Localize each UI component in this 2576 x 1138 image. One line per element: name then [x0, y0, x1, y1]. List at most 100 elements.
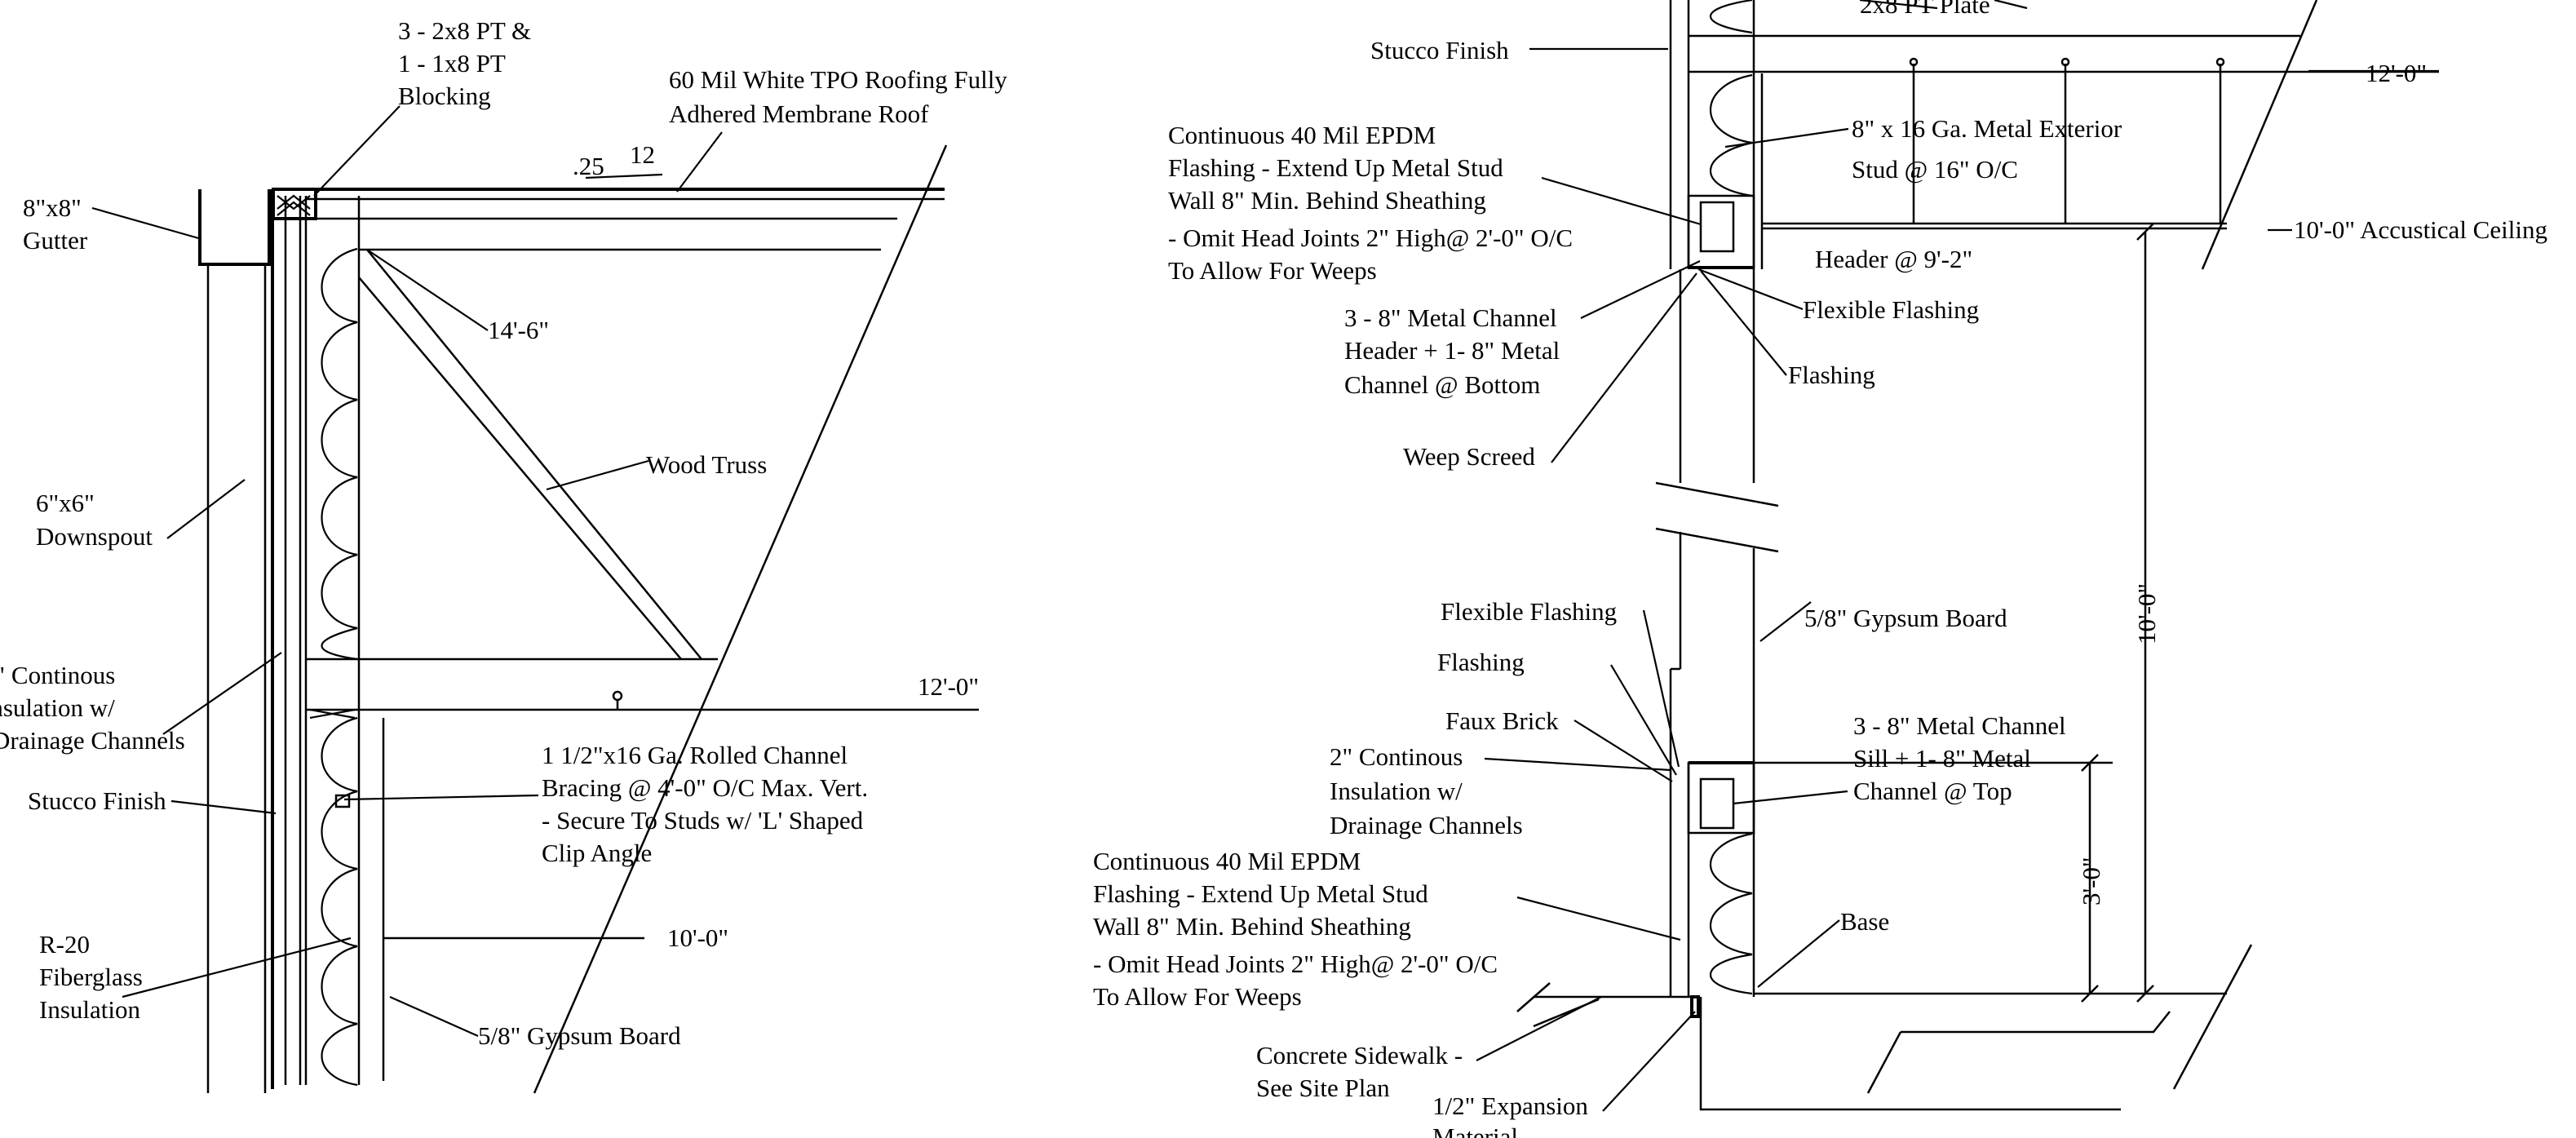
gutter-label-line2: Gutter — [23, 226, 88, 255]
fiberglass-insulation-lower — [321, 716, 358, 1087]
stucco-right-label: Stucco Finish — [1370, 36, 1509, 64]
cont-ins-left-line1: 2" Continous — [0, 661, 115, 689]
flashing-top-label: Flashing — [1788, 361, 1875, 389]
r20-label-line1: R-20 — [39, 930, 90, 959]
sill-channel — [1699, 777, 1735, 830]
sill-line2: Sill + 1- 8" Metal — [1853, 744, 2031, 773]
epdm-top-line4: - Omit Head Joints 2" High@ 2'-0" O/C — [1168, 224, 1573, 252]
channel-label-line4: Clip Angle — [542, 839, 652, 867]
channel-top-line2: Header + 1- 8" Metal — [1344, 336, 1560, 365]
faux-brick-label: Faux Brick — [1445, 706, 1559, 735]
channel-label-line1: 1 1/2"x16 Ga. Rolled Channel — [542, 741, 848, 769]
lower-insulation — [1709, 832, 1753, 995]
right-detail — [1516, 0, 2439, 1111]
slope-run: 12 — [630, 140, 655, 169]
gypsum-left-label: 5/8" Gypsum Board — [478, 1021, 681, 1050]
r20-label-line2: Fiberglass — [39, 963, 143, 991]
epdm-top-line5: To Allow For Weeps — [1168, 256, 1377, 285]
sill-block — [1687, 761, 1755, 835]
blocking-label-line3: Blocking — [398, 82, 491, 110]
expansion-line2: Material — [1432, 1123, 1518, 1138]
epdm-top-line3: Wall 8" Min. Behind Sheathing — [1168, 186, 1486, 215]
gypsum-right-label: 5/8" Gypsum Board — [1804, 604, 2007, 632]
stucco-left-label: Stucco Finish — [28, 786, 166, 815]
dim-10-tick-top — [2136, 223, 2154, 241]
right-break-upper — [2201, 0, 2318, 270]
hanger-marker-3 — [2215, 57, 2225, 67]
epdm-low-line3: Wall 8" Min. Behind Sheathing — [1093, 912, 1411, 941]
fiberglass-insulation-upper — [321, 247, 358, 661]
epdm-low-line5: To Allow For Weeps — [1093, 982, 1302, 1011]
sill-line1: 3 - 8" Metal Channel — [1853, 711, 2066, 740]
gutter-label-line1: 8"x8" — [23, 193, 82, 222]
upper-insulation — [1709, 0, 1753, 197]
expansion-line1: 1/2" Expansion — [1432, 1092, 1588, 1120]
left-labels: 3 - 2x8 PT & 1 - 1x8 PT Blocking 60 Mil … — [0, 16, 1007, 1050]
flashing-low-label: Flashing — [1437, 648, 1525, 676]
wood-truss-label: Wood Truss — [646, 450, 767, 479]
blocking-label-line1: 3 - 2x8 PT & — [398, 16, 531, 45]
stud-label-line2: Stud @ 16" O/C — [1852, 155, 2018, 184]
channel-label-line2: Bracing @ 4'-0" O/C Max. Vert. — [542, 773, 868, 802]
weep-screed-label: Weep Screed — [1403, 442, 1535, 471]
downspout-label-line1: 6"x6" — [36, 489, 95, 517]
left-detail — [198, 144, 979, 1094]
epdm-top-line2: Flashing - Extend Up Metal Stud — [1168, 153, 1503, 182]
header-channel — [1699, 201, 1735, 253]
right-leaders — [1476, 0, 2439, 1112]
header-block — [1687, 194, 1755, 269]
channel-label-line3: - Secure To Studs w/ 'L' Shaped — [542, 806, 864, 835]
dim-14-6: 14'-6" — [488, 316, 549, 344]
hanger-marker-2 — [2060, 57, 2070, 67]
base-label: Base — [1840, 907, 1889, 936]
ceiling-label: 10'-0" Accustical Ceiling — [2294, 215, 2547, 244]
cont-ins-right-line2: Insulation w/ — [1330, 777, 1463, 805]
hanger-marker-1 — [1909, 57, 1919, 67]
epdm-low-line1: Continuous 40 Mil EPDM — [1093, 847, 1361, 875]
level-marker — [612, 690, 623, 702]
cont-ins-right-line1: 2" Continous — [1330, 742, 1463, 771]
dim-3-label: 3'-0" — [2077, 857, 2105, 906]
sidewalk-break-a — [1516, 982, 1551, 1012]
cont-ins-right-line3: Drainage Channels — [1330, 811, 1523, 839]
epdm-low-line4: - Omit Head Joints 2" High@ 2'-0" O/C — [1093, 950, 1498, 978]
truss-web-b — [358, 277, 682, 660]
gutter-outline — [198, 189, 271, 266]
r20-label-line3: Insulation — [39, 995, 140, 1024]
right-break-lower — [2172, 944, 2253, 1090]
blocking-hatch — [277, 194, 311, 216]
right-labels: 2x8 PT Plate Stucco Finish 12'-0" Contin… — [1093, 0, 2547, 1138]
wall-break-b — [1655, 527, 1779, 553]
cont-ins-left-line3: Drainage Channels — [0, 726, 185, 755]
stud-top-hatch — [309, 708, 356, 720]
truss-web-a — [366, 249, 702, 660]
channel-top-line3: Channel @ Bottom — [1344, 370, 1540, 399]
wall-break-a — [1655, 481, 1779, 507]
epdm-top-line1: Continuous 40 Mil EPDM — [1168, 121, 1436, 149]
flex-flash-top-label: Flexible Flashing — [1803, 295, 1979, 324]
epdm-low-line2: Flashing - Extend Up Metal Stud — [1093, 879, 1428, 908]
downspout-label-line2: Downspout — [36, 522, 153, 551]
sill-line3: Channel @ Top — [1853, 777, 2012, 805]
expansion-joint — [1690, 995, 1700, 1018]
left-level-10: 10'-0" — [667, 923, 728, 952]
right-level-12: 12'-0" — [2366, 59, 2427, 87]
left-leaders — [91, 105, 723, 1038]
break-line-left — [533, 144, 948, 1094]
channel-top-line1: 3 - 8" Metal Channel — [1344, 303, 1557, 332]
flex-flash-low-label: Flexible Flashing — [1441, 597, 1617, 626]
sidewalk-line2: See Site Plan — [1256, 1074, 1390, 1102]
dim-10-label: 10'-0" — [2132, 583, 2161, 644]
slope-rise: .25 — [573, 152, 604, 180]
dim-3-tick-top — [2081, 754, 2099, 772]
sidewalk-line1: Concrete Sidewalk - — [1256, 1041, 1463, 1069]
tpo-label-line2: Adhered Membrane Roof — [669, 100, 929, 128]
left-level-12: 12'-0" — [918, 672, 979, 701]
stud-label-line1: 8" x 16 Ga. Metal Exterior — [1852, 114, 2122, 143]
blocking-label-line2: 1 - 1x8 PT — [398, 49, 506, 77]
slab-outline — [1699, 997, 2171, 1111]
plate-top-label: 2x8 PT Plate — [1860, 0, 1990, 19]
header-label: Header @ 9'-2" — [1815, 245, 1972, 273]
dim-10-tick-bottom — [2136, 985, 2154, 1003]
